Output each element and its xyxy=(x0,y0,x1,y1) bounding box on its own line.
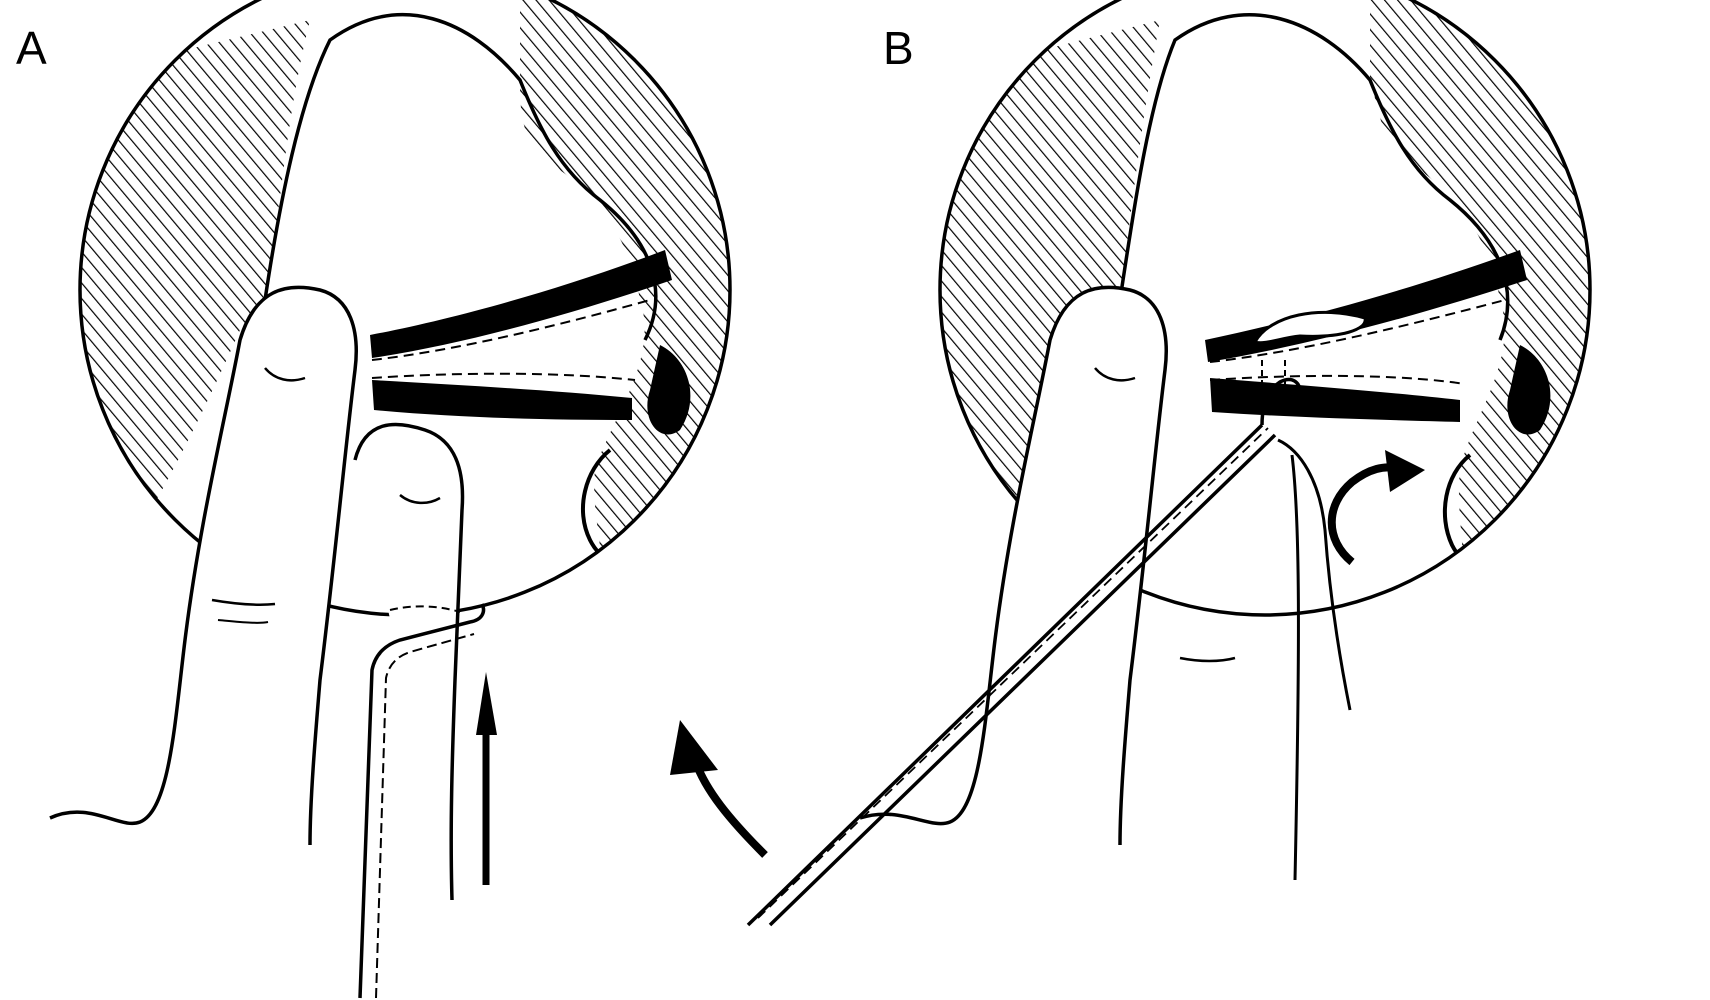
index-finger-a xyxy=(49,285,358,846)
curved-arrow-icon-b xyxy=(1327,450,1425,566)
panel-label-a: A xyxy=(16,22,47,74)
tissue-left-a xyxy=(80,20,310,560)
hook-tip-b xyxy=(1260,377,1302,426)
curved-arrow-icon-a xyxy=(670,720,768,858)
middle-finger-a xyxy=(353,422,465,901)
tonsil-right-b xyxy=(1507,345,1551,435)
muscle-band-upper-a xyxy=(370,250,672,358)
tissue-left-b xyxy=(940,20,1160,560)
arrow-up-icon-a xyxy=(476,672,497,885)
muscle-band-lower-b xyxy=(1210,378,1460,422)
panel-a: A xyxy=(16,0,768,999)
panel-label-b: B xyxy=(883,22,914,74)
middle-finger-b xyxy=(1277,438,1352,711)
panel-b: B xyxy=(746,0,1592,927)
rod-instrument-b xyxy=(746,423,1277,927)
view-border-b xyxy=(938,0,1592,617)
tonsil-right-a xyxy=(647,345,691,435)
pharynx-outline-b xyxy=(1118,13,1510,341)
muscle-band-lower-a xyxy=(372,380,632,420)
index-finger-b xyxy=(859,285,1168,846)
hook-instrument-a xyxy=(358,603,486,999)
lifted-flap-b xyxy=(1252,310,1367,345)
pharynx-outline-a xyxy=(263,13,658,341)
